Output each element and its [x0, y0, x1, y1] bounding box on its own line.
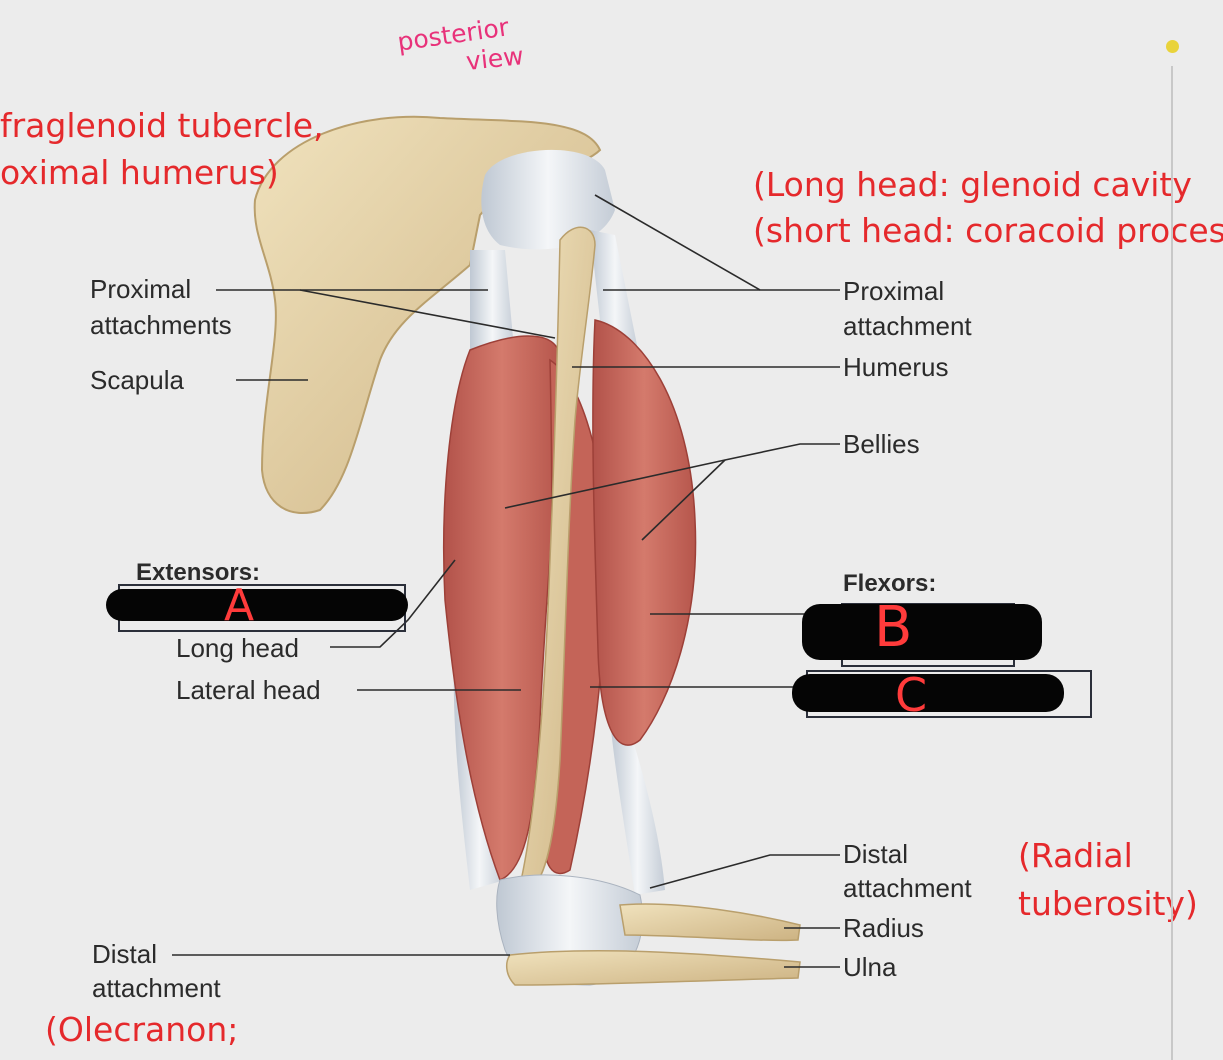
scapula-bone	[253, 115, 602, 515]
red-annotation-right-bottom-line2: tuberosity)	[1018, 884, 1198, 923]
label-proximal-attachment-line1: Proximal	[843, 276, 945, 306]
label-extensors: Extensors:	[136, 559, 261, 586]
label-distal-attachment-right-line2: attachment	[843, 873, 972, 903]
redaction-mark-a	[106, 589, 408, 621]
answer-letter-a: A	[224, 580, 255, 631]
answer-letter-b: B	[874, 595, 913, 660]
red-annotation-right-bottom-line1: (Radial	[1018, 836, 1133, 875]
label-proximal-attachments-line2: attachments	[90, 310, 232, 340]
label-proximal-attachments-line1: Proximal	[90, 274, 192, 304]
flexor-belly-muscle	[592, 319, 697, 746]
label-radius: Radius	[843, 913, 924, 943]
label-bellies: Bellies	[843, 429, 920, 459]
label-flexors: Flexors:	[843, 570, 937, 597]
shoulder-tendon	[481, 149, 615, 250]
label-scapula: Scapula	[90, 365, 184, 395]
leader-lines	[172, 194, 840, 968]
red-annotation-right-top-line1: (Long head: glenoid cavity	[753, 165, 1192, 204]
label-distal-attachment-left-line2: attachment	[92, 973, 221, 1003]
red-annotation-left-top-line2: oximal humerus)	[0, 153, 279, 192]
ulna-bone	[505, 950, 801, 986]
label-proximal-attachment-line2: attachment	[843, 311, 972, 341]
label-ulna: Ulna	[843, 952, 897, 982]
redaction-mark-c	[792, 674, 1064, 712]
red-annotation-left-bottom: (Olecranon;	[45, 1010, 239, 1049]
humerus-bone	[519, 226, 596, 891]
label-distal-attachment-left-line1: Distal	[92, 939, 158, 969]
label-lateral-head: Lateral head	[176, 675, 321, 705]
answer-letter-c: C	[895, 668, 928, 722]
yellow-dot-marker	[1166, 40, 1179, 53]
radius-bone	[619, 903, 801, 942]
red-annotation-right-top-line2: (short head: coracoid proces	[753, 211, 1223, 250]
red-annotation-left-top-line1: fraglenoid tubercle,	[0, 106, 324, 145]
redaction-mark-b	[802, 604, 1042, 660]
label-long-head: Long head	[176, 633, 299, 663]
vertical-divider	[1171, 66, 1173, 1060]
handwritten-title-line2: view	[464, 41, 525, 76]
label-distal-attachment-right-line1: Distal	[843, 839, 909, 869]
label-humerus: Humerus	[843, 352, 949, 382]
